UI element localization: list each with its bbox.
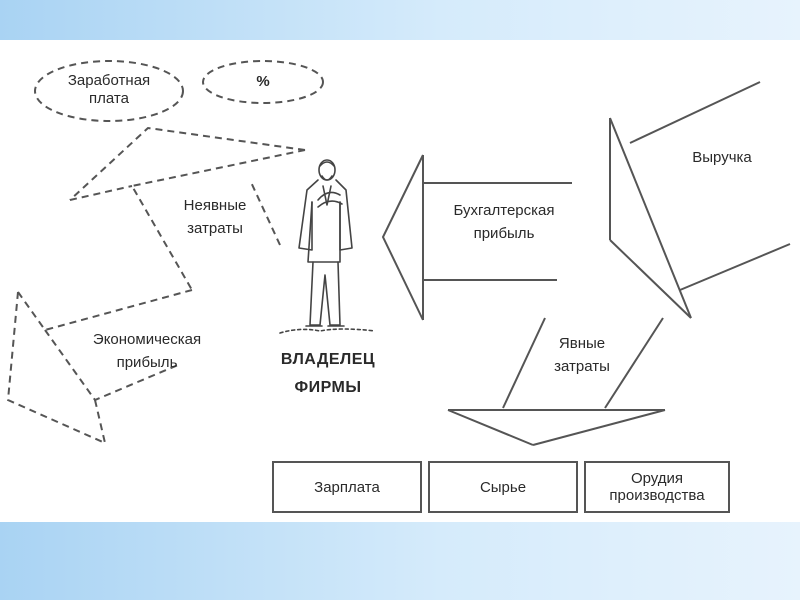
box-tools-of-production: Орудия производства [584,461,730,513]
wage-label: Заработная плата [67,72,151,107]
revenue-wedge [609,81,791,319]
box-wages: Зарплата [272,461,422,513]
top-gradient-band [0,0,800,40]
businessman-figure-icon [279,159,376,334]
economic-profit-dashed-arrow [6,289,193,444]
explicit-costs-label: Явные затраты [554,335,610,375]
economic-profit-label: Экономическая прибыль [92,331,202,371]
wage-ellipse [34,60,184,122]
explicit-costs-funnel [447,317,666,446]
percent-label: % [256,73,270,90]
owner-label: ВЛАДЕЛЕЦ ФИРМЫ [280,351,376,396]
percent-ellipse [202,60,324,104]
accounting-profit-arrow [381,154,572,321]
implicit-costs-dashed-arrow [69,126,306,291]
accounting-profit-label: Бухгалтерская прибыль [453,202,555,242]
box-raw-materials: Сырье [428,461,578,513]
revenue-label: Выручка [692,149,752,166]
implicit-costs-label: Неявные затраты [183,197,247,237]
bottom-gradient-band [0,522,800,600]
